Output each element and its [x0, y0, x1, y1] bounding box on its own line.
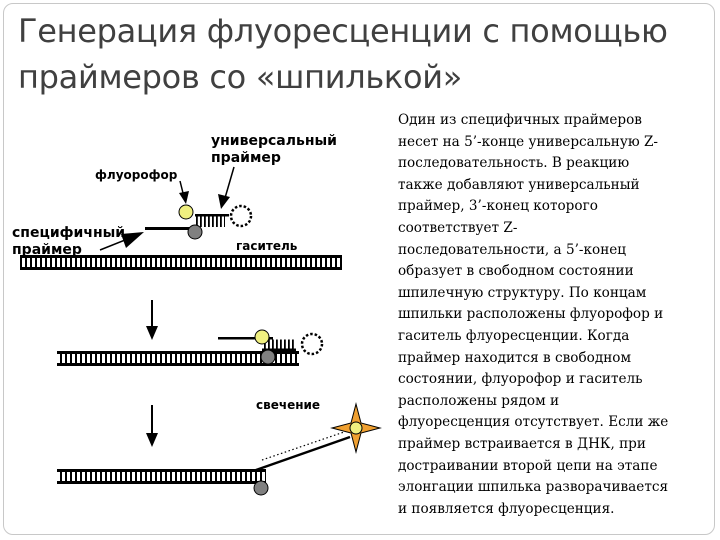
- label-quencher: гаситель: [236, 239, 298, 253]
- hairpin-loop-2: [300, 332, 324, 356]
- title-line-1: Генерация флуоресценции с помощью: [18, 12, 668, 50]
- pcr-hairpin-primer-diagram: универсальный праймер флуорофор специфич…: [12, 133, 382, 496]
- description-text: Один из специфичных праймеров несет на 5…: [398, 112, 669, 517]
- fluorophore-icon: [178, 204, 194, 220]
- template-strand-1: [20, 255, 342, 270]
- emission-star-icon: [330, 402, 382, 454]
- universal-primer-stem-2: [218, 337, 296, 351]
- slide-frame: [3, 3, 715, 535]
- label-emission: свечение: [256, 398, 320, 412]
- label-specific-primer-line2: праймер: [12, 242, 82, 258]
- hairpin-loop-1: [229, 204, 253, 228]
- specific-primer-strand: [145, 214, 229, 230]
- label-universal-primer-line2: праймер: [211, 150, 281, 166]
- label-specific-primer-line1: специфичный: [12, 225, 125, 241]
- quencher-icon-2: [260, 349, 276, 365]
- quencher-icon: [187, 224, 203, 240]
- unfolded-hairpin-tail: [255, 430, 351, 472]
- quencher-icon-3: [253, 480, 269, 496]
- label-fluorophore: флуорофор: [95, 168, 178, 182]
- down-arrow-1: [146, 300, 158, 340]
- fluorophore-icon-2: [254, 329, 270, 345]
- label-universal-primer-line1: универсальный: [211, 133, 337, 149]
- pointer-universal-primer: [218, 166, 235, 209]
- stage-3: свечение: [57, 398, 382, 496]
- slide-title: Генерация флуоресценции с помощью прайме…: [18, 8, 708, 100]
- template-strand-2: [57, 351, 299, 366]
- stage-2: [57, 329, 324, 366]
- stage-1: универсальный праймер флуорофор специфич…: [12, 133, 342, 270]
- pointer-specific-primer: [99, 232, 144, 251]
- double-strand-product: [57, 469, 266, 484]
- title-line-2: праймеров со «шпилькой»: [18, 58, 463, 96]
- down-arrow-2: [146, 405, 158, 447]
- pointer-fluorophore: [179, 180, 189, 204]
